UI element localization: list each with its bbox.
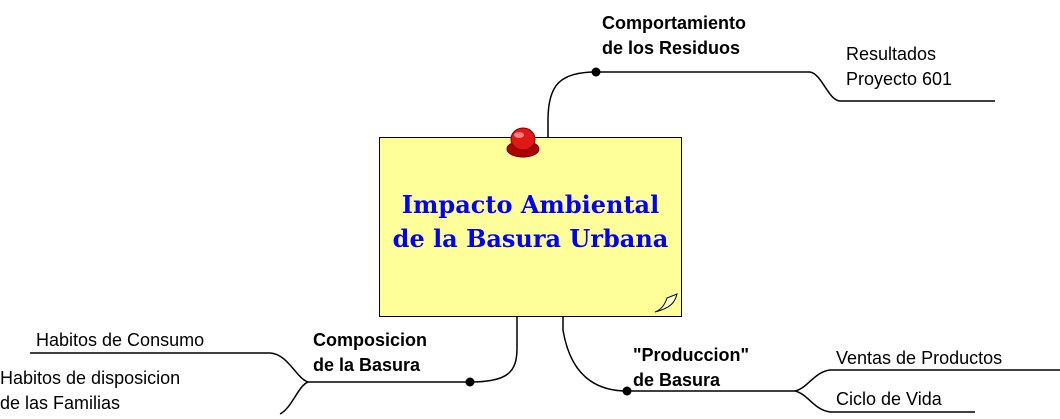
- central-topic-title: Impacto Ambiental de la Basura Urbana: [380, 188, 681, 256]
- leaf-habitos-consumo-label: Habitos de Consumo: [36, 330, 205, 350]
- leaf-resultados-line2: Proyecto 601: [846, 69, 953, 89]
- connector-ciclo: [794, 390, 975, 413]
- pushpin-icon: [506, 127, 540, 158]
- junction-dot-composicion: [465, 377, 475, 387]
- branch-produccion-line1: "Produccion": [633, 345, 750, 365]
- leaf-resultados-line1: Resultados: [846, 44, 937, 64]
- branch-composicion[interactable]: Composicion de la Basura: [313, 328, 427, 378]
- branch-composicion-line1: Composicion: [313, 330, 428, 350]
- connector-ventas: [794, 369, 1060, 392]
- connector-central-composicion: [469, 316, 518, 383]
- central-title-line2: de la Basura Urbana: [392, 224, 669, 253]
- central-note[interactable]: Impacto Ambiental de la Basura Urbana: [379, 137, 682, 317]
- branch-composicion-line2: de la Basura: [313, 355, 421, 375]
- branch-produccion-line2: de Basura: [633, 370, 721, 390]
- branch-produccion[interactable]: "Produccion" de Basura: [633, 343, 749, 393]
- connector-central-produccion: [562, 316, 628, 392]
- leaf-habitos-disposicion-line1: Habitos de disposicion: [0, 368, 181, 388]
- connector-resultados: [809, 71, 995, 102]
- connector-habitos-disposicion: [279, 381, 309, 415]
- branch-comportamiento-line2: de los Residuos: [602, 38, 741, 58]
- central-title-line1: Impacto Ambiental: [401, 190, 660, 219]
- junction-dot-produccion: [622, 386, 632, 396]
- leaf-ventas[interactable]: Ventas de Productos: [836, 346, 1002, 371]
- leaf-habitos-disposicion[interactable]: Habitos de disposicion de las Familias: [0, 366, 180, 416]
- connector-central-comportamiento: [547, 71, 597, 139]
- leaf-resultados[interactable]: Resultados Proyecto 601: [846, 42, 952, 92]
- branch-comportamiento[interactable]: Comportamiento de los Residuos: [602, 11, 746, 61]
- junction-dot-comportamiento: [591, 67, 601, 77]
- connector-habitos-consumo: [30, 352, 309, 383]
- leaf-ciclo-vida[interactable]: Ciclo de Vida: [836, 387, 942, 412]
- branch-comportamiento-line1: Comportamiento: [602, 13, 746, 33]
- leaf-habitos-disposicion-line2: de las Familias: [0, 393, 121, 413]
- leaf-ciclo-vida-label: Ciclo de Vida: [836, 389, 942, 409]
- leaf-ventas-label: Ventas de Productos: [836, 348, 1003, 368]
- leaf-habitos-consumo[interactable]: Habitos de Consumo: [36, 328, 204, 353]
- page-curl-icon: [654, 293, 678, 313]
